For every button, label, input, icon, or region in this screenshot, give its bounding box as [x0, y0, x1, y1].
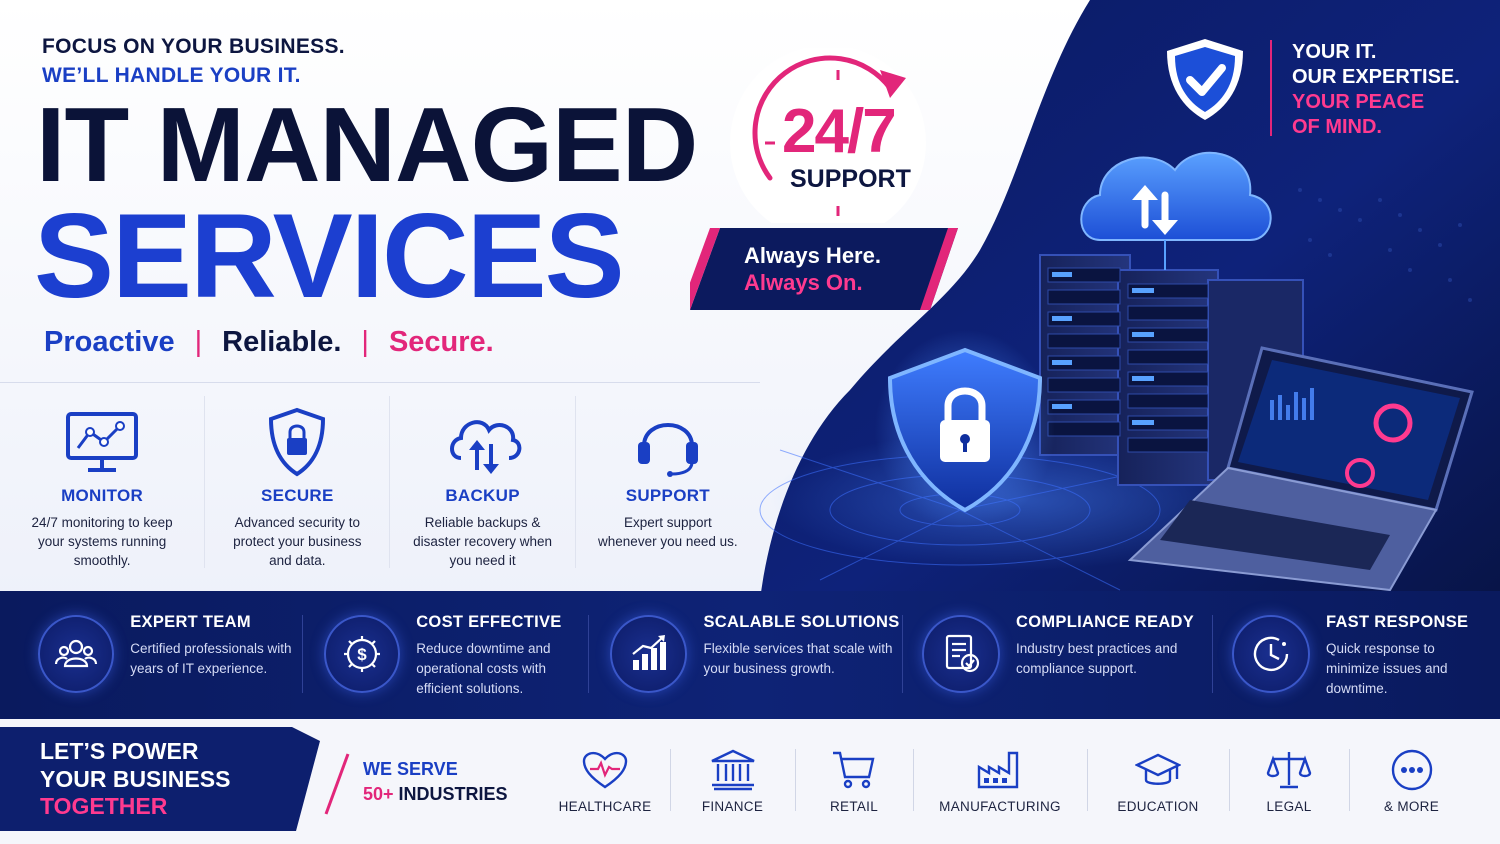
feature-title: SCALABLE SOLUTIONS [703, 613, 900, 631]
service-desc: Expert support whenever you need us. [598, 515, 738, 549]
services-row: MONITOR 24/7 monitoring to keep your sys… [0, 396, 760, 576]
industry-legal: LEGAL [1229, 743, 1349, 821]
pink-slash-divider [324, 753, 350, 815]
service-name: SUPPORT [625, 486, 710, 505]
shield-check-icon [1167, 39, 1243, 120]
industry-label: FINANCE [701, 799, 764, 814]
expertise-line1: YOUR IT. [1292, 41, 1377, 63]
dollar-gear-icon: $ [324, 615, 401, 693]
cta-banner-shape [0, 727, 320, 831]
industry-finance: FINANCE [670, 743, 795, 821]
industry-label: LEGAL [1266, 799, 1312, 814]
service-name: BACKUP [445, 486, 520, 505]
serve-line2: 50+ INDUSTRIES [363, 782, 508, 807]
expertise-divider [1270, 40, 1272, 136]
expertise-statement: YOUR IT. OUR EXPERTISE. YOUR PEACE OF MI… [1292, 40, 1460, 140]
cta-text: LET’S POWER YOUR BUSINESS TOGETHER [40, 738, 230, 821]
service-name: SECURE [260, 486, 334, 505]
feature-desc: Flexible services that scale with your b… [703, 641, 893, 676]
graduation-cap-icon [1135, 753, 1181, 785]
serve-line1: WE SERVE [363, 759, 458, 779]
cart-icon [833, 751, 875, 789]
support-label: SUPPORT [790, 165, 911, 193]
feature-fast-response: FAST RESPONSE Quick response to minimize… [1212, 591, 1500, 719]
bank-icon [710, 749, 755, 791]
feature-cost-effective: $ COST EFFECTIVE Reduce downtime and ope… [302, 591, 588, 719]
industry-retail: RETAIL [795, 743, 913, 821]
clock-icon [1232, 615, 1310, 693]
compliance-doc-icon [922, 615, 1000, 693]
more-icon [1391, 749, 1432, 791]
value-pillars: Proactive | Reliable. | Secure. [44, 326, 494, 359]
pillar-reliable: Reliable. [222, 326, 342, 358]
industry-label: HEALTHCARE [558, 799, 652, 814]
serve-line2-rest: INDUSTRIES [393, 784, 508, 804]
feature-desc: Reduce downtime and operational costs wi… [416, 641, 551, 696]
feature-scalable-solutions: SCALABLE SOLUTIONS Flexible services tha… [588, 591, 902, 719]
hero-divider [0, 382, 760, 383]
expertise-line4: OF MIND. [1292, 116, 1382, 138]
page-title-line2: SERVICES [34, 189, 625, 323]
industry-label: RETAIL [829, 799, 879, 814]
always-here-text: Always Here. [744, 243, 881, 268]
headset-icon [637, 423, 698, 477]
service-desc: Advanced security to protect your busine… [233, 515, 362, 568]
serve-count: 50+ [363, 784, 394, 804]
pillar-separator: | [361, 326, 369, 358]
industry-label: EDUCATION [1117, 799, 1199, 814]
expertise-line3: YOUR PEACE [1292, 91, 1425, 113]
always-on-text: Always On. [744, 270, 863, 295]
we-serve-text: WE SERVE 50+ INDUSTRIES [363, 757, 508, 807]
feature-expert-team: EXPERT TEAM Certified professionals with… [0, 591, 302, 719]
monitor-icon [66, 412, 139, 472]
feature-desc: Quick response to minimize issues and do… [1326, 641, 1448, 696]
support-hours: 24/7 [782, 97, 897, 166]
tagline-line2: WE’LL HANDLE YOUR IT. [42, 64, 301, 87]
service-monitor: MONITOR 24/7 monitoring to keep your sys… [0, 396, 204, 568]
pillar-secure: Secure. [388, 326, 494, 358]
industry-label: MANUFACTURING [939, 799, 1061, 814]
industries-list: HEALTHCARE FINANCE RETAIL MANUFACTURING … [540, 743, 1474, 823]
team-icon [38, 615, 115, 693]
support-clock-icon [730, 48, 926, 223]
industry-label: & MORE [1383, 799, 1440, 814]
heart-pulse-icon [582, 751, 628, 789]
feature-desc: Certified professionals with years of IT… [130, 641, 292, 676]
always-banner-shape [690, 228, 958, 310]
scales-icon [1266, 752, 1312, 789]
expertise-line2: OUR EXPERTISE. [1292, 66, 1460, 88]
feature-title: FAST RESPONSE [1326, 613, 1469, 631]
pillar-proactive: Proactive [44, 326, 175, 358]
service-support: SUPPORT Expert support whenever you need… [574, 396, 760, 568]
feature-title: EXPERT TEAM [130, 613, 251, 631]
feature-title: COMPLIANCE READY [1016, 613, 1195, 631]
service-desc: Reliable backups & disaster recovery whe… [413, 515, 552, 568]
service-name: MONITOR [61, 486, 144, 505]
cta-line3: TOGETHER [40, 793, 168, 819]
service-desc: 24/7 monitoring to keep your systems run… [31, 515, 173, 568]
service-secure: SECURE Advanced security to protect your… [204, 396, 389, 568]
hero-dark-wave-illustration [759, 0, 1500, 600]
svg-text:$: $ [357, 645, 367, 664]
service-backup: BACKUP Reliable backups & disaster recov… [389, 396, 574, 568]
cta-line1: LET’S POWER [40, 738, 199, 764]
cloud-sync-icon [449, 420, 521, 474]
industry-healthcare: HEALTHCARE [540, 743, 670, 821]
industry-more: & MORE [1349, 743, 1474, 821]
feature-desc: Industry best practices and compliance s… [1016, 641, 1178, 676]
feature-compliance-ready: COMPLIANCE READY Industry best practices… [902, 591, 1212, 719]
page-title-line1: IT MANAGED [36, 86, 698, 204]
features-band: EXPERT TEAM Certified professionals with… [0, 591, 1500, 719]
shield-lock-icon [269, 407, 326, 477]
factory-icon [977, 751, 1019, 789]
feature-title: COST EFFECTIVE [416, 613, 562, 631]
tagline-line1: FOCUS ON YOUR BUSINESS. [42, 35, 345, 58]
industry-education: EDUCATION [1087, 743, 1229, 821]
growth-chart-icon [610, 615, 688, 693]
industry-manufacturing: MANUFACTURING [913, 743, 1087, 821]
pillar-separator: | [194, 326, 203, 358]
cta-line2: YOUR BUSINESS [40, 765, 231, 792]
tagline: FOCUS ON YOUR BUSINESS. WE’LL HANDLE YOU… [42, 32, 345, 90]
